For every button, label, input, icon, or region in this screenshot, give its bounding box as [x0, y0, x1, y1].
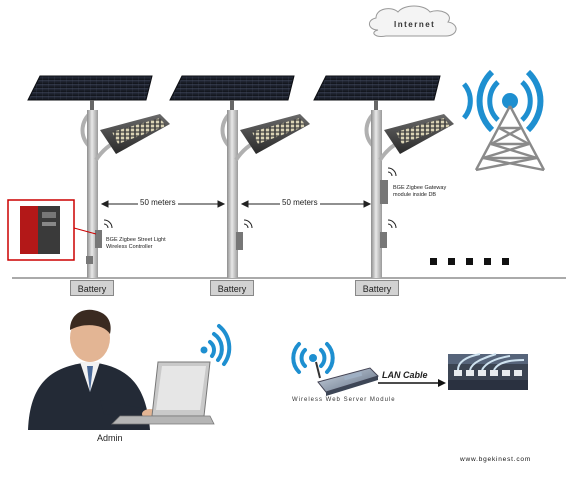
- street-light-3: [313, 75, 454, 278]
- lan-cable-arrow: [378, 379, 446, 387]
- network-switch-illustration: [448, 353, 528, 390]
- controller-label: BGE Zigbee Street Light Wireless Control…: [106, 237, 166, 251]
- distance-label-2: 50 meters: [280, 198, 320, 207]
- controller-label-line-2: Wireless Controller: [106, 244, 153, 250]
- street-light-2: [169, 75, 310, 278]
- gateway-label: BGE Zigbee Gateway module inside DB: [393, 185, 446, 199]
- controller-label-line-1: BGE Zigbee Street Light: [106, 237, 166, 243]
- continuation-dots: [430, 258, 509, 265]
- admin-person-illustration: [28, 309, 215, 430]
- server-module-label: Wireless Web Server Module: [292, 397, 396, 403]
- web-server-module: [315, 361, 379, 396]
- admin-label: Admin: [97, 433, 123, 443]
- street-light-1: [27, 75, 170, 278]
- zigbee-signal-icons: [103, 167, 397, 229]
- internet-cloud: [369, 5, 457, 37]
- gateway-label-line-2: module inside DB: [393, 192, 437, 198]
- lan-cable-label: LAN Cable: [382, 370, 428, 380]
- website-watermark: www.bgekinest.com: [460, 456, 532, 463]
- admin-wifi-icon: [200, 324, 232, 366]
- transmission-tower-icon: [462, 69, 546, 172]
- router-wifi-icon: [291, 342, 335, 374]
- distance-label-1: 50 meters: [138, 198, 178, 207]
- wireless-controller-device: [7, 199, 97, 261]
- battery-3: Battery: [355, 280, 399, 296]
- battery-1: Battery: [70, 280, 114, 296]
- internet-label: Internet: [394, 20, 436, 29]
- gateway-label-line-1: BGE Zigbee Gateway: [393, 185, 447, 191]
- battery-2: Battery: [210, 280, 254, 296]
